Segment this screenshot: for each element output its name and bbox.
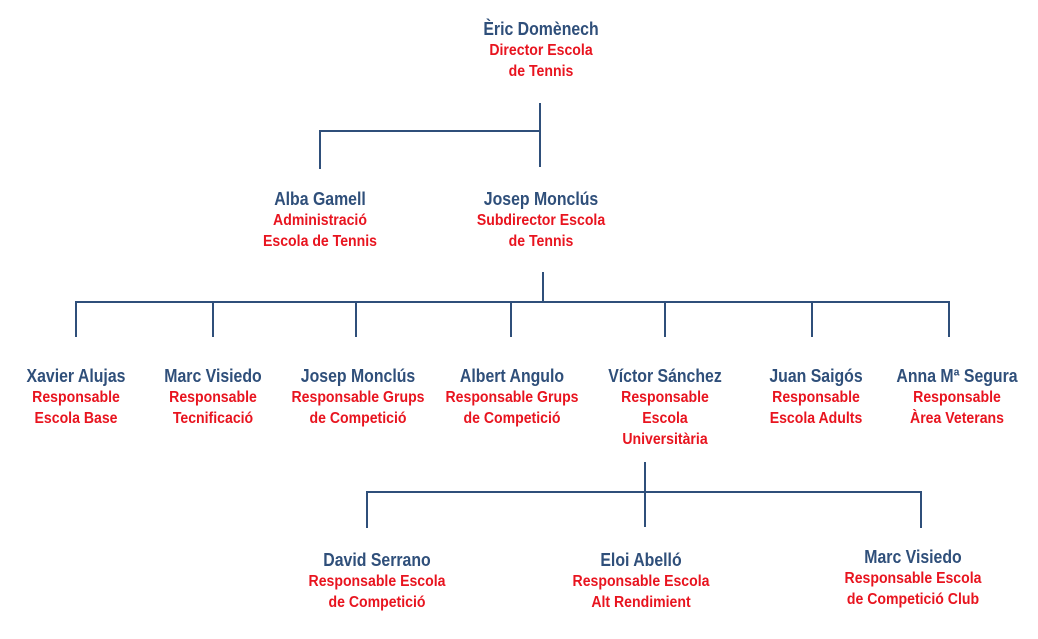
person-role-line: Responsable Grups — [291, 389, 425, 406]
person-role-line: de Competició Club — [846, 591, 980, 608]
org-node-xavier-alujas: Xavier Alujas Responsable Escola Base — [20, 366, 132, 429]
person-name: Josep Monclús — [300, 366, 416, 386]
org-node-alba-gamell: Alba Gamell Administració Escola de Tenn… — [255, 189, 385, 252]
person-role-line: Responsable Escola — [844, 570, 982, 587]
person-role-line: Responsable — [32, 389, 120, 406]
person-role-line: de Competició — [463, 410, 561, 427]
person-role-line: Director Escola — [489, 42, 593, 59]
person-role-line: Escola Adults — [769, 410, 863, 427]
person-role-line: Responsable — [913, 389, 1001, 406]
person-role-line: Responsable Escola — [308, 573, 446, 590]
person-role-line: Tecnificació — [172, 410, 254, 427]
person-name: Marc Visiedo — [164, 366, 262, 386]
person-role-line: Responsable — [169, 389, 257, 406]
person-role-line: de Tennis — [508, 233, 574, 250]
org-node-albert-angulo: Albert Angulo Responsable Grups de Compe… — [436, 366, 587, 429]
person-role-line: Escola de Tennis — [263, 233, 377, 250]
person-role-line: Escola Base — [34, 410, 118, 427]
person-role-line: Responsable — [772, 389, 860, 406]
person-role-line: de Competició — [309, 410, 407, 427]
org-node-marc-visiedo-tecnificacio: Marc Visiedo Responsable Tecnificació — [158, 366, 269, 429]
person-role-line: Àrea Veterans — [910, 410, 1004, 427]
org-node-victor-sanchez: Víctor Sánchez Responsable Escola Univer… — [600, 366, 729, 450]
org-node-juan-saigos: Juan Saigós Responsable Escola Adults — [763, 366, 869, 429]
org-node-josep-monclus-competicio: Josep Monclús Responsable Grups de Compe… — [282, 366, 433, 429]
person-role-line: Responsable Grups — [445, 389, 579, 406]
person-name: Alba Gamell — [274, 189, 366, 209]
org-node-josep-monclus-subdirector: Josep Monclús Subdirector Escola de Tenn… — [468, 189, 614, 252]
org-node-eric-domenech: Èric Domènech Director Escola de Tennis — [475, 19, 606, 82]
person-name: Èric Domènech — [483, 19, 599, 39]
person-name: Albert Angulo — [459, 366, 565, 386]
person-name: Anna Mª Segura — [896, 366, 1018, 386]
person-role-line: Responsable — [621, 389, 709, 406]
org-node-david-serrano: David Serrano Responsable Escola de Comp… — [299, 550, 455, 613]
org-node-eloi-abello: Eloi Abelló Responsable Escola Alt Rendi… — [563, 550, 719, 613]
person-name: David Serrano — [323, 550, 431, 570]
person-role-line: de Tennis — [508, 63, 574, 80]
person-name: Eloi Abelló — [600, 550, 682, 570]
person-role-line: de Competició — [328, 594, 426, 611]
person-name: Juan Saigós — [769, 366, 863, 386]
person-role-line: Subdirector Escola — [476, 212, 606, 229]
person-name: Víctor Sánchez — [608, 366, 722, 386]
org-node-marc-visiedo-club: Marc Visiedo Responsable Escola de Compe… — [835, 547, 991, 610]
person-role-line: Universitària — [622, 431, 708, 448]
person-role-line: Administració — [273, 212, 367, 229]
person-role-line: Responsable Escola — [572, 573, 710, 590]
person-name: Josep Monclús — [483, 189, 599, 209]
person-name: Xavier Alujas — [26, 366, 126, 386]
org-node-anna-segura: Anna Mª Segura Responsable Àrea Veterans — [888, 366, 1026, 429]
person-role-line: Alt Rendimient — [591, 594, 691, 611]
person-name: Marc Visiedo — [864, 547, 962, 567]
person-role-line: Escola — [642, 410, 688, 427]
